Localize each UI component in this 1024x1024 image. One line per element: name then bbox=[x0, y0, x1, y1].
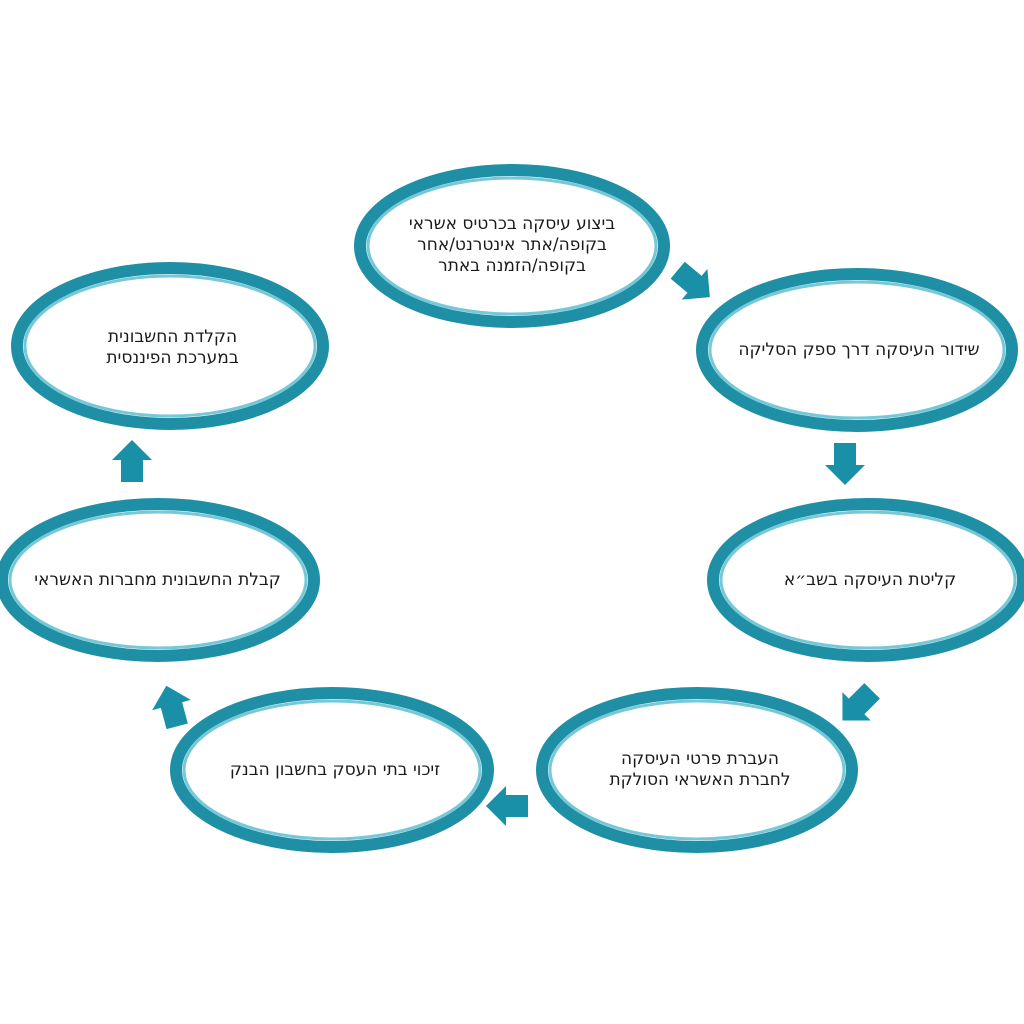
step-1-inner-ring bbox=[366, 176, 658, 316]
arrow-icon bbox=[670, 261, 710, 300]
step-5-ring bbox=[170, 687, 494, 853]
step-7-ring bbox=[11, 262, 329, 430]
step-5-oval bbox=[170, 687, 494, 853]
step-5-line-1: זיכוי בתי העסק בחשבון הבנק bbox=[229, 760, 441, 780]
step-1-line-1: ביצוע עיסקה בכרטיס אשראי bbox=[408, 213, 616, 234]
arrow-icon bbox=[486, 786, 528, 826]
step-7-oval bbox=[11, 262, 329, 430]
step-1-oval bbox=[354, 164, 670, 328]
step-3-ring bbox=[707, 498, 1024, 662]
step-7-line-2: במערכת הפיננסית bbox=[106, 347, 239, 368]
step-6-inner-ring bbox=[8, 510, 308, 650]
step-4-ring bbox=[536, 687, 858, 853]
arrow-icon bbox=[152, 685, 191, 730]
step-1-ring bbox=[354, 164, 670, 328]
step-4-oval bbox=[536, 687, 858, 853]
step-3-oval bbox=[707, 498, 1024, 662]
step-3-text: קליטת העיסקה בשב״א bbox=[725, 520, 1015, 640]
step-7-line-1: הקלדת החשבונית bbox=[107, 326, 238, 347]
step-1-text: ביצוע עיסקה בכרטיס אשראי בקופה/אתר אינטר… bbox=[372, 190, 652, 300]
step-1-line-2: בקופה/אתר אינטרנט/אחר bbox=[417, 234, 607, 255]
arrow-icon bbox=[112, 440, 152, 482]
step-5-inner-ring bbox=[182, 699, 482, 841]
arrow-icon bbox=[842, 683, 880, 721]
step-4-line-1: העברת פרטי העיסקה bbox=[621, 749, 779, 769]
step-7-text: הקלדת החשבונית במערכת הפיננסית bbox=[30, 285, 315, 410]
step-3-inner-ring bbox=[719, 510, 1017, 650]
step-6-text: קבלת החשבונית מחברות האשראי bbox=[10, 520, 305, 640]
step-4-line-2: לחברת האשראי הסולקת bbox=[609, 770, 791, 790]
step-2-ring bbox=[696, 268, 1018, 432]
step-3-line-1: קליטת העיסקה בשב״א bbox=[783, 569, 957, 590]
step-6-line-1: קבלת החשבונית מחברות האשראי bbox=[34, 569, 281, 590]
step-4-inner-ring bbox=[548, 699, 846, 841]
step-5-text: זיכוי בתי העסק בחשבון הבנק bbox=[190, 708, 480, 833]
step-7-inner-ring bbox=[23, 274, 317, 418]
step-6-oval bbox=[0, 498, 320, 662]
step-1-line-3: בקופה/הזמנה באתר bbox=[438, 255, 586, 276]
step-2-inner-ring bbox=[708, 280, 1006, 420]
step-4-text: העברת פרטי העיסקה לחברת האשראי הסולקת bbox=[555, 700, 845, 840]
step-2-text: שידור העיסקה דרך ספק הסליקה bbox=[714, 290, 1004, 410]
arrow-icon bbox=[825, 443, 865, 485]
step-6-ring bbox=[0, 498, 320, 662]
step-2-line-1: שידור העיסקה דרך ספק הסליקה bbox=[738, 339, 980, 360]
step-2-oval bbox=[696, 268, 1018, 432]
